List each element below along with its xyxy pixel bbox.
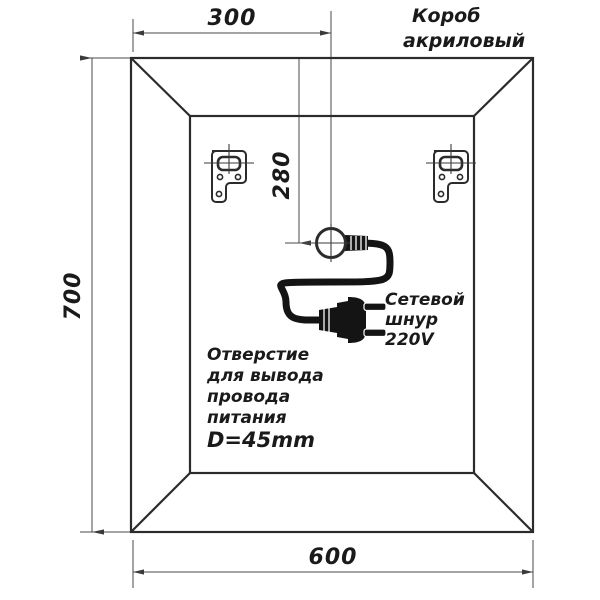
title-line-2: акриловый (403, 30, 525, 52)
keyhole-bracket-icon-right (426, 144, 476, 203)
power-plug-icon (319, 297, 387, 343)
hole-diameter-label: D=45mm (207, 428, 315, 452)
drawing-title: Короб акриловый (403, 5, 525, 52)
cord-label-line-2: шнур (385, 310, 438, 330)
power-cord-label: Сетевой шнур 220V (385, 290, 465, 350)
frame-mitre-corners (130, 57, 534, 533)
dimension-top-offset: 300 (133, 6, 331, 36)
hole-note-line-2: для вывода (206, 366, 324, 386)
title-line-1: Короб (412, 5, 481, 27)
cord-strain-relief (345, 235, 368, 251)
hole-note-line-1: Отверстие (207, 345, 309, 365)
dimension-300-label: 300 (208, 6, 257, 31)
dimension-600-label: 600 (309, 545, 358, 570)
dimension-width: 600 (133, 545, 533, 575)
box-outer-edge (129, 56, 535, 534)
hole-note-line-4: питания (207, 408, 287, 428)
cord-label-line-1: Сетевой (385, 290, 465, 310)
dimension-vertical-offset: 280 (270, 58, 318, 246)
hole-note-line-3: провода (207, 387, 290, 407)
power-cord (277, 235, 394, 324)
box-inner-edge (188, 114, 476, 475)
keyhole-bracket-icon-left (204, 144, 254, 203)
acrylic-box-frame (129, 56, 535, 534)
extension-lines (80, 11, 534, 588)
dimension-height: 700 (61, 55, 104, 535)
dimension-280-label: 280 (270, 151, 295, 200)
cord-label-line-3: 220V (385, 330, 435, 350)
hole-note: Отверстие для вывода провода питания D=4… (206, 345, 324, 452)
dimension-700-label: 700 (61, 272, 86, 321)
circle-hole-icon (312, 224, 350, 262)
